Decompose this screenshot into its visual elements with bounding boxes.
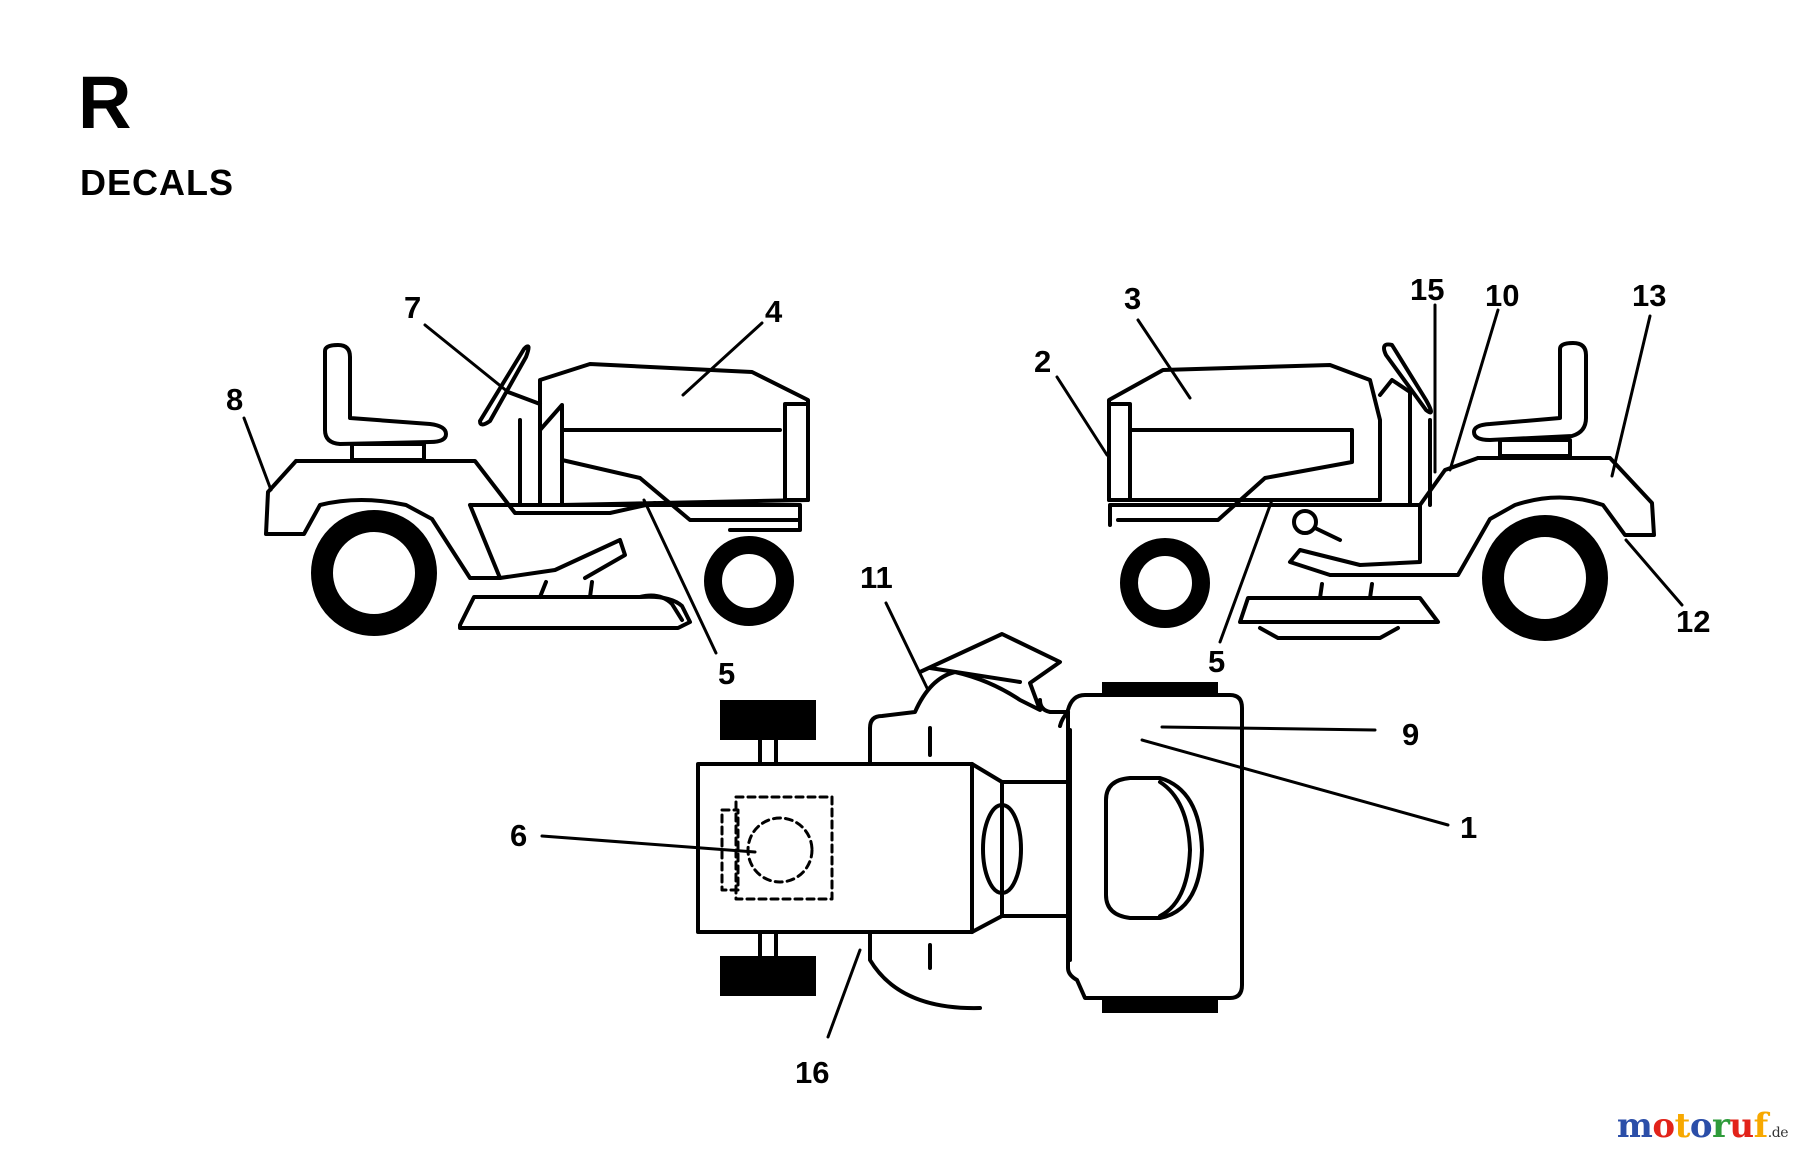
leader-16 — [826, 948, 862, 1039]
callout-11: 11 — [860, 560, 893, 595]
callout-6: 6 — [510, 818, 527, 853]
callout-5: 5 — [718, 656, 735, 691]
leader-6 — [540, 834, 757, 854]
watermark-letter: m — [1616, 1106, 1653, 1146]
leader-2 — [1055, 375, 1109, 457]
callout-labels: 7 4 8 5 3 15 10 13 2 12 5 11 9 1 6 16 — [226, 272, 1710, 1090]
section-letter: R — [78, 61, 132, 144]
watermark-suffix: .de — [1767, 1125, 1789, 1141]
leader-4 — [681, 321, 764, 397]
tractor-top-view — [696, 632, 1244, 1013]
watermark-letter: o — [1652, 1106, 1675, 1146]
leader-3 — [1136, 318, 1192, 400]
leader-9 — [1160, 725, 1377, 732]
watermark-letter: t — [1674, 1106, 1691, 1146]
callout-8: 8 — [226, 382, 243, 417]
callout-15: 15 — [1410, 272, 1444, 307]
tractor-left-side-view — [264, 343, 810, 636]
leader-13 — [1610, 314, 1652, 478]
callout-12: 12 — [1676, 604, 1710, 639]
watermark-logo: motoruf.de — [1616, 1106, 1789, 1146]
watermark-letter: u — [1729, 1106, 1754, 1146]
leader-7 — [423, 323, 510, 394]
callout-3: 3 — [1124, 281, 1141, 316]
tractor-right-side-view — [1107, 341, 1656, 641]
callout-1: 1 — [1460, 810, 1477, 845]
leader-lines — [242, 303, 1684, 1039]
watermark-letter: r — [1712, 1106, 1730, 1146]
leader-8 — [242, 416, 273, 492]
leader-5-right — [1218, 498, 1274, 644]
callout-5: 5 — [1208, 644, 1225, 679]
leader-10 — [1448, 308, 1500, 472]
callout-9: 9 — [1402, 717, 1419, 752]
callout-10: 10 — [1485, 278, 1519, 313]
callout-2: 2 — [1034, 344, 1051, 379]
callout-13: 13 — [1632, 278, 1666, 313]
leader-1 — [1140, 738, 1450, 827]
leader-12 — [1624, 538, 1684, 607]
leader-5-left — [642, 498, 718, 655]
watermark-letter: o — [1689, 1106, 1713, 1146]
leader-11 — [884, 601, 930, 692]
callout-16: 16 — [795, 1055, 829, 1090]
watermark-letter: f — [1753, 1106, 1769, 1146]
section-title: DECALS — [80, 162, 235, 203]
callout-7: 7 — [404, 290, 421, 325]
callout-4: 4 — [765, 294, 783, 329]
